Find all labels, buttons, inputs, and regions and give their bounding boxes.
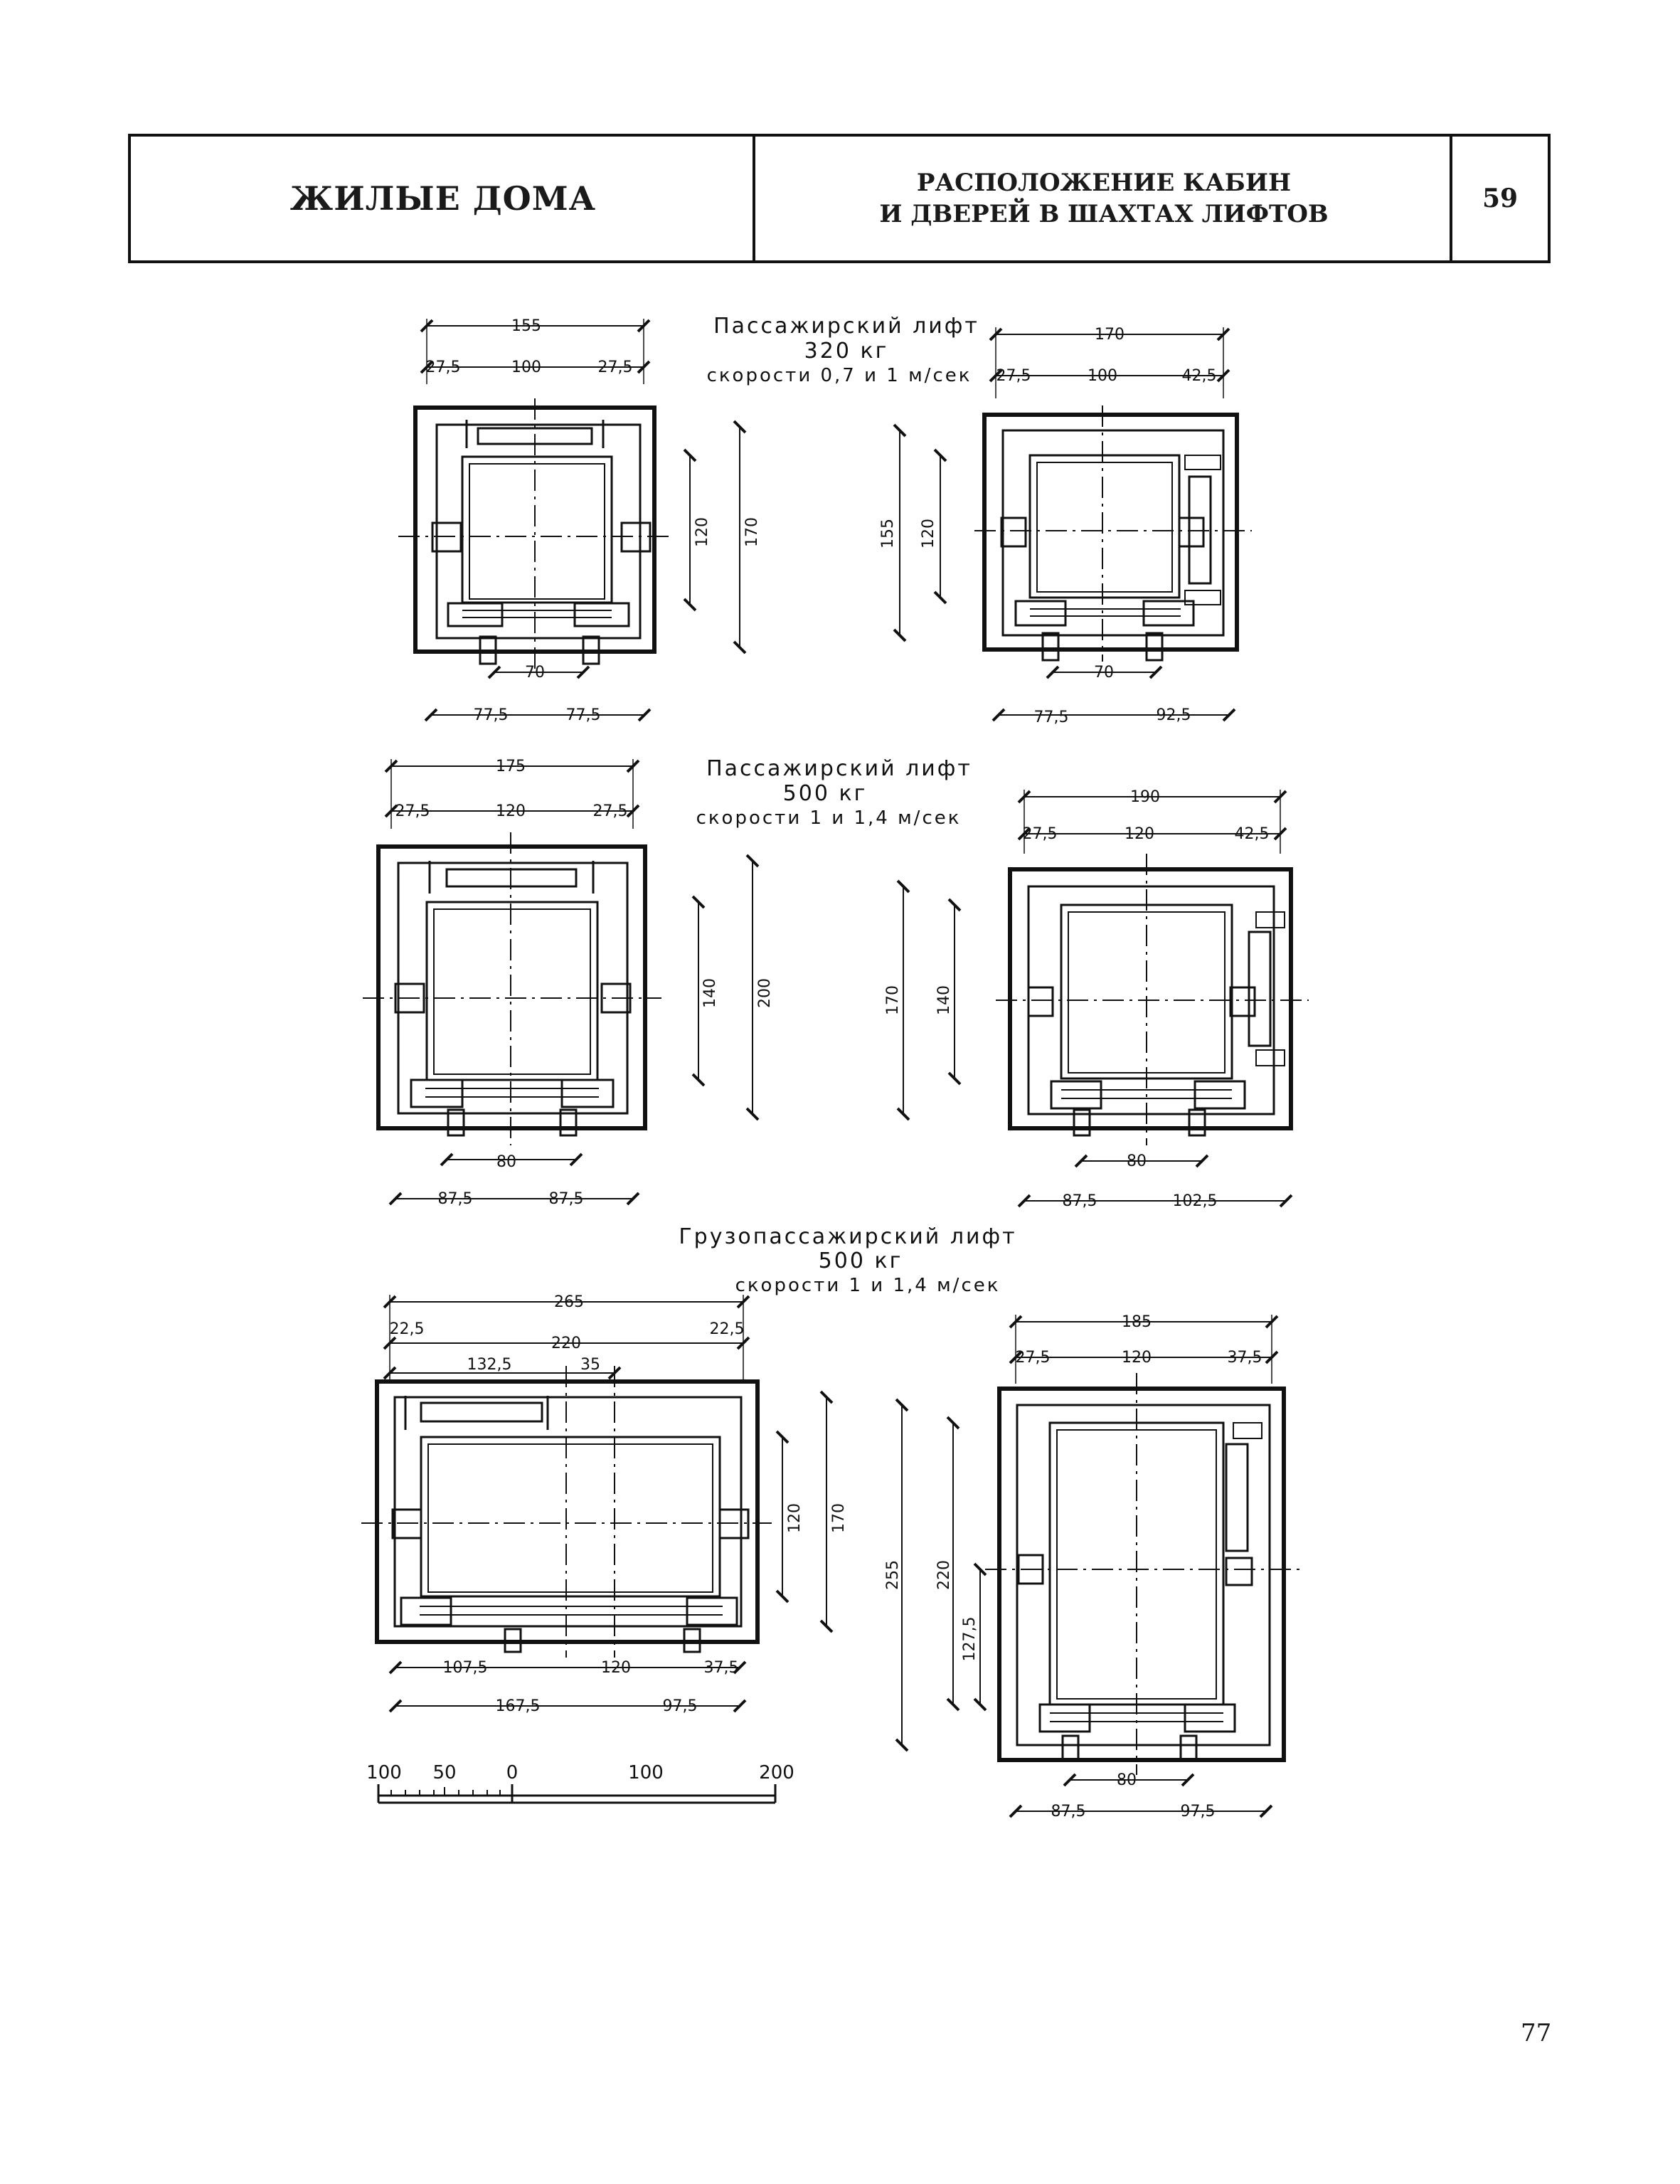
group2-left-dims: 175 27,5 120 27,5 140 200 80 87,5 87,5 — [395, 758, 774, 1208]
g2l-left-wall: 27,5 — [395, 802, 430, 820]
g1l-left-off: 77,5 — [474, 706, 509, 724]
g3l-cabin-depth: 120 — [786, 1503, 804, 1533]
g2r-cabin-depth: 140 — [935, 985, 953, 1015]
page-number: 77 — [1521, 2019, 1552, 2047]
g1l-cabin-width: 100 — [511, 359, 541, 376]
group1-capacity: 320 кг — [804, 339, 889, 364]
g1r-left-wall: 27,5 — [996, 367, 1031, 385]
group3-caption: Грузопассажирский лифт 500 кг скорости 1… — [679, 1224, 1016, 1296]
g3r-cabin-width: 120 — [1122, 1349, 1152, 1367]
page-header: ЖИЛЫЕ ДОМА РАСПОЛОЖЕНИЕ КАБИН И ДВЕРЕЙ В… — [128, 134, 1551, 263]
g2r-left-off: 87,5 — [1063, 1192, 1097, 1210]
group1-right-plan — [893, 327, 1252, 722]
g2l-door: 80 — [496, 1153, 516, 1171]
g2r-door: 80 — [1127, 1152, 1147, 1170]
g3l-cabin-width: 220 — [551, 1335, 581, 1352]
scale-label-4: 100 — [628, 1762, 664, 1783]
g1l-left-wall: 27,5 — [426, 359, 461, 376]
g2l-right-wall: 27,5 — [593, 802, 628, 820]
g1r-right-off: 92,5 — [1157, 706, 1191, 724]
g3l-door: 120 — [601, 1659, 631, 1677]
g1r-width: 170 — [1095, 326, 1125, 344]
g2r-width: 190 — [1130, 788, 1160, 806]
g2l-width: 175 — [496, 758, 526, 775]
group2-right-plan — [896, 790, 1309, 1208]
g3l-offset-a: 132,5 — [467, 1356, 512, 1374]
scale-label-1: 100 — [366, 1762, 402, 1783]
group3-title: Грузопассажирский лифт — [679, 1224, 1016, 1249]
group1-caption: Пассажирский лифт 320 кг скорости 0,7 и … — [707, 314, 979, 386]
g1r-shaft-depth: 155 — [879, 519, 897, 548]
g1l-door: 70 — [525, 664, 545, 682]
g2l-cabin-depth: 140 — [701, 978, 719, 1008]
group2-left-plan — [363, 759, 760, 1206]
g1l-cabin-depth: 120 — [693, 517, 711, 547]
g3l-bottom-c: 37,5 — [704, 1659, 739, 1677]
g3l-width: 265 — [554, 1293, 584, 1311]
g3r-door: 80 — [1117, 1771, 1137, 1789]
g2l-left-off: 87,5 — [438, 1190, 473, 1208]
group1-left-plan — [398, 319, 747, 722]
group2-caption: Пассажирский лифт 500 кг скорости 1 и 1,… — [696, 756, 972, 829]
g3r-left-off: 87,5 — [1051, 1803, 1086, 1820]
g3l-left-wall: 22,5 — [390, 1320, 425, 1338]
group3-right-plan — [895, 1315, 1302, 1818]
group3-capacity: 500 кг — [819, 1249, 903, 1273]
g3l-right-wall: 22,5 — [710, 1320, 745, 1338]
g3l-bottom-right: 97,5 — [663, 1697, 698, 1715]
sheet-title-line-2: И ДВЕРЕЙ В ШАХТАХ ЛИФТОВ — [879, 200, 1329, 228]
g1r-door: 70 — [1094, 664, 1114, 682]
scale-bar-labels: 100 50 0 100 200 — [366, 1762, 794, 1783]
g1r-left-off: 77,5 — [1034, 709, 1069, 726]
g3l-bottom-left: 167,5 — [496, 1697, 541, 1715]
g2r-left-wall: 27,5 — [1023, 825, 1058, 843]
g1l-width: 155 — [511, 317, 541, 335]
group1-speed: скорости 0,7 и 1 м/сек — [707, 365, 972, 386]
group2-title: Пассажирский лифт — [706, 756, 972, 781]
sheet-title-line-1: РАСПОЛОЖЕНИЕ КАБИН — [916, 169, 1292, 197]
g2r-right-off: 102,5 — [1173, 1192, 1218, 1210]
g2l-shaft-depth: 200 — [756, 978, 774, 1008]
section-title: ЖИЛЫЕ ДОМА — [128, 137, 755, 260]
group3-left-dims: 265 22,5 220 22,5 132,5 35 120 170 107,5… — [390, 1293, 848, 1715]
sheet-number: 59 — [1450, 137, 1551, 260]
group3-right-dims: 185 27,5 120 37,5 255 220 127,5 80 87,5 … — [884, 1313, 1262, 1820]
g3r-counterweight-offset: 127,5 — [961, 1617, 979, 1662]
group1-title: Пассажирский лифт — [713, 314, 979, 339]
g1r-cabin-depth: 120 — [920, 519, 937, 548]
g3r-width: 185 — [1122, 1313, 1152, 1331]
group3-speed: скорости 1 и 1,4 м/сек — [735, 1275, 1001, 1296]
g3l-shaft-depth: 170 — [830, 1503, 848, 1533]
g3r-right-wall: 37,5 — [1228, 1349, 1262, 1367]
g3r-cabin-depth: 220 — [935, 1560, 953, 1590]
scale-label-2: 50 — [432, 1762, 456, 1783]
g1l-right-wall: 27,5 — [598, 359, 633, 376]
sheet-title: РАСПОЛОЖЕНИЕ КАБИН И ДВЕРЕЙ В ШАХТАХ ЛИФ… — [753, 137, 1452, 260]
g3r-left-wall: 27,5 — [1016, 1349, 1051, 1367]
group2-capacity: 500 кг — [783, 781, 868, 806]
g3r-shaft-depth: 255 — [884, 1560, 902, 1590]
g2l-cabin-width: 120 — [496, 802, 526, 820]
g2l-right-off: 87,5 — [549, 1190, 584, 1208]
scale-label-3: 0 — [506, 1762, 519, 1783]
g2r-shaft-depth: 170 — [884, 985, 902, 1015]
scale-bar — [377, 1784, 777, 1804]
group3-left-plan — [361, 1295, 834, 1713]
group2-speed: скорости 1 и 1,4 м/сек — [696, 807, 962, 829]
group2-right-dims: 190 27,5 120 42,5 170 140 80 87,5 102,5 — [884, 788, 1269, 1210]
g3l-offset-b: 35 — [580, 1356, 600, 1374]
g3l-bottom-a: 107,5 — [443, 1659, 488, 1677]
g1r-right-wall: 42,5 — [1182, 367, 1217, 385]
g2r-right-wall: 42,5 — [1235, 825, 1270, 843]
g1l-right-off: 77,5 — [566, 706, 601, 724]
g1l-shaft-depth: 170 — [743, 517, 761, 547]
g1r-cabin-width: 100 — [1088, 367, 1117, 385]
group1-right-dims: 170 27,5 100 42,5 155 120 70 77,5 92,5 — [879, 326, 1216, 726]
g2r-cabin-width: 120 — [1125, 825, 1154, 843]
scale-label-5: 200 — [759, 1762, 794, 1783]
g3r-right-off: 97,5 — [1181, 1803, 1216, 1820]
group1-left-dims: 155 27,5 100 27,5 120 170 70 77,5 77,5 — [426, 317, 761, 724]
